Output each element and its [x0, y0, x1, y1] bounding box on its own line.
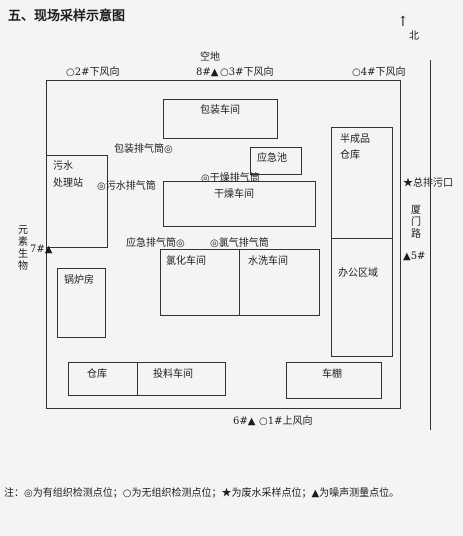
noise-point-icon: ▲ [247, 416, 256, 427]
north-label: 北 [409, 31, 419, 42]
open-space-label: 空地 [200, 52, 220, 63]
warehouse-label: 仓库 [87, 369, 107, 380]
packaging-vent-label: 包装排气筒◎ [114, 144, 173, 155]
point-4-label: ○4#下风向 [352, 67, 406, 78]
emergency-pool-label: 应急池 [257, 153, 287, 164]
point-3-label: ○3#下风向 [220, 67, 274, 78]
emergency-vent-label: 应急排气筒◎ [126, 238, 185, 249]
sewage-station-label-2: 处理站 [53, 178, 83, 189]
road-line-inner [430, 60, 431, 430]
sewage-vent-label: ◎污水排气筒 [97, 181, 156, 192]
boiler-room-label: 锅炉房 [64, 275, 94, 286]
washing-workshop-label: 水洗车间 [248, 256, 288, 267]
car-shed [286, 362, 382, 399]
point-5-label: ▲5# [403, 251, 426, 262]
packaging-workshop-label: 包装车间 [200, 105, 240, 116]
north-arrow-icon: ↑ [397, 14, 409, 30]
noise-point-icon: ▲ [210, 67, 219, 78]
chlorination-workshop-label: 氯化车间 [166, 256, 206, 267]
semi-finished-label-1: 半成品 [340, 134, 370, 145]
point-1-label: ○1#上风向 [259, 416, 313, 427]
office-area-label: 办公区域 [338, 268, 378, 279]
washing-workshop [239, 249, 320, 316]
point-6-label: 6#▲ [233, 416, 256, 427]
emergency-pool [250, 147, 302, 175]
legend-note: 注：◎为有组织检测点位；○为无组织检测点位；★为废水采样点位；▲为噪声测量点位。 [4, 488, 400, 499]
total-outlet-label: ★总排污口 [403, 178, 453, 189]
semi-finished-label-2: 仓库 [340, 150, 360, 161]
road-label: 厦门路 [411, 205, 421, 240]
point-2-label: ○2#下风向 [66, 67, 120, 78]
noise-point-icon: ▲ [44, 244, 53, 255]
office-area [331, 238, 393, 357]
drying-workshop-label: 干燥车间 [214, 189, 254, 200]
feeding-workshop [137, 362, 226, 396]
packaging-workshop [163, 99, 278, 139]
drying-workshop [163, 181, 316, 227]
feeding-workshop-label: 投料车间 [153, 369, 193, 380]
drying-vent-label: ◎干燥排气筒 [201, 173, 260, 184]
sewage-station-label-1: 污水 [53, 161, 73, 172]
point-8-label: 8#▲ [196, 67, 219, 78]
car-shed-label: 车棚 [322, 369, 342, 380]
section-title: 五、现场采样示意图 [8, 9, 126, 24]
chlorine-vent-label: ◎氯气排气筒 [210, 238, 269, 249]
point-7-label: 7#▲ [30, 244, 53, 255]
boiler-room [57, 268, 106, 338]
sewage-station [46, 155, 108, 248]
neighbor-label: 元素生物 [18, 225, 28, 272]
